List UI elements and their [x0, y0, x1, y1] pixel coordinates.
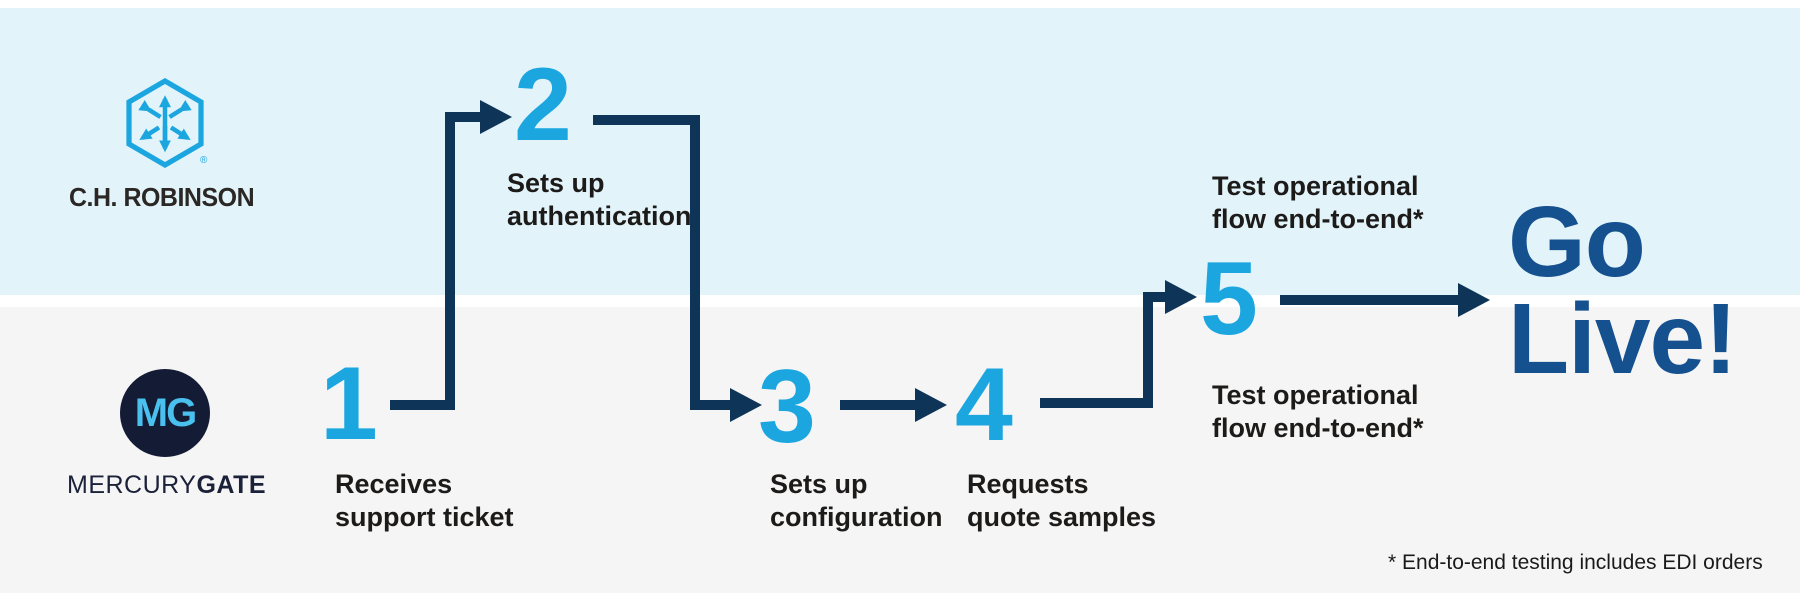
arrowhead-into-golive-icon [1458, 283, 1490, 317]
connector-2-3-horizontal [593, 115, 700, 125]
step-2-number: 2 [514, 47, 572, 163]
step-4-label: Requests quote samples [967, 469, 1157, 532]
chr-registered-trademark: ® [200, 155, 208, 166]
step-1-number: 1 [320, 346, 378, 462]
connector-1-2-horizontal [390, 400, 455, 410]
step-4-number: 4 [955, 347, 1013, 463]
ch-robinson-hexagon-arrows-icon [126, 78, 204, 168]
step-5-label-below: Test operational flow end-to-end* [1212, 380, 1424, 443]
mercury-wordmark-part: MERCURY [67, 471, 197, 499]
mercurygate-wordmark: MERCURYGATE [67, 471, 266, 500]
connector-1-2-top [448, 112, 480, 122]
mercurygate-lane-background [0, 307, 1800, 593]
step-3-number: 3 [758, 349, 816, 465]
step-5-label-above: Test operational flow end-to-end* [1212, 171, 1424, 234]
connector-5-golive-line [1280, 295, 1460, 305]
gate-wordmark-part: GATE [196, 471, 267, 499]
connector-4-5-top [1153, 292, 1165, 302]
connector-3-4-line [840, 400, 915, 410]
footnote: * End-to-end testing includes EDI orders [1388, 551, 1763, 574]
arrowhead-into-3-icon [730, 388, 762, 422]
arrowhead-into-2-icon [480, 100, 512, 134]
connector-4-5-horizontal [1040, 398, 1152, 408]
mercurygate-circle-monogram-icon: MG [120, 369, 210, 457]
step-2-label: Sets up authentication [507, 168, 692, 231]
connector-1-2-vertical [445, 112, 455, 410]
step-3-label: Sets up configuration [770, 469, 943, 532]
arrowhead-into-5-icon [1165, 280, 1197, 314]
connector-2-3-vertical [690, 115, 700, 410]
arrowhead-into-4-icon [915, 388, 947, 422]
chrobinson-lane-background [0, 8, 1800, 295]
go-live-title: Go Live! [1508, 186, 1737, 395]
connector-4-5-vertical [1143, 292, 1153, 408]
step-5-number: 5 [1200, 241, 1258, 357]
connector-2-3-bottom [700, 400, 730, 410]
mg-monogram: MG [134, 390, 197, 435]
chr-wordmark: C.H. ROBINSON [69, 182, 255, 212]
step-1-label: Receives support ticket [335, 469, 514, 532]
